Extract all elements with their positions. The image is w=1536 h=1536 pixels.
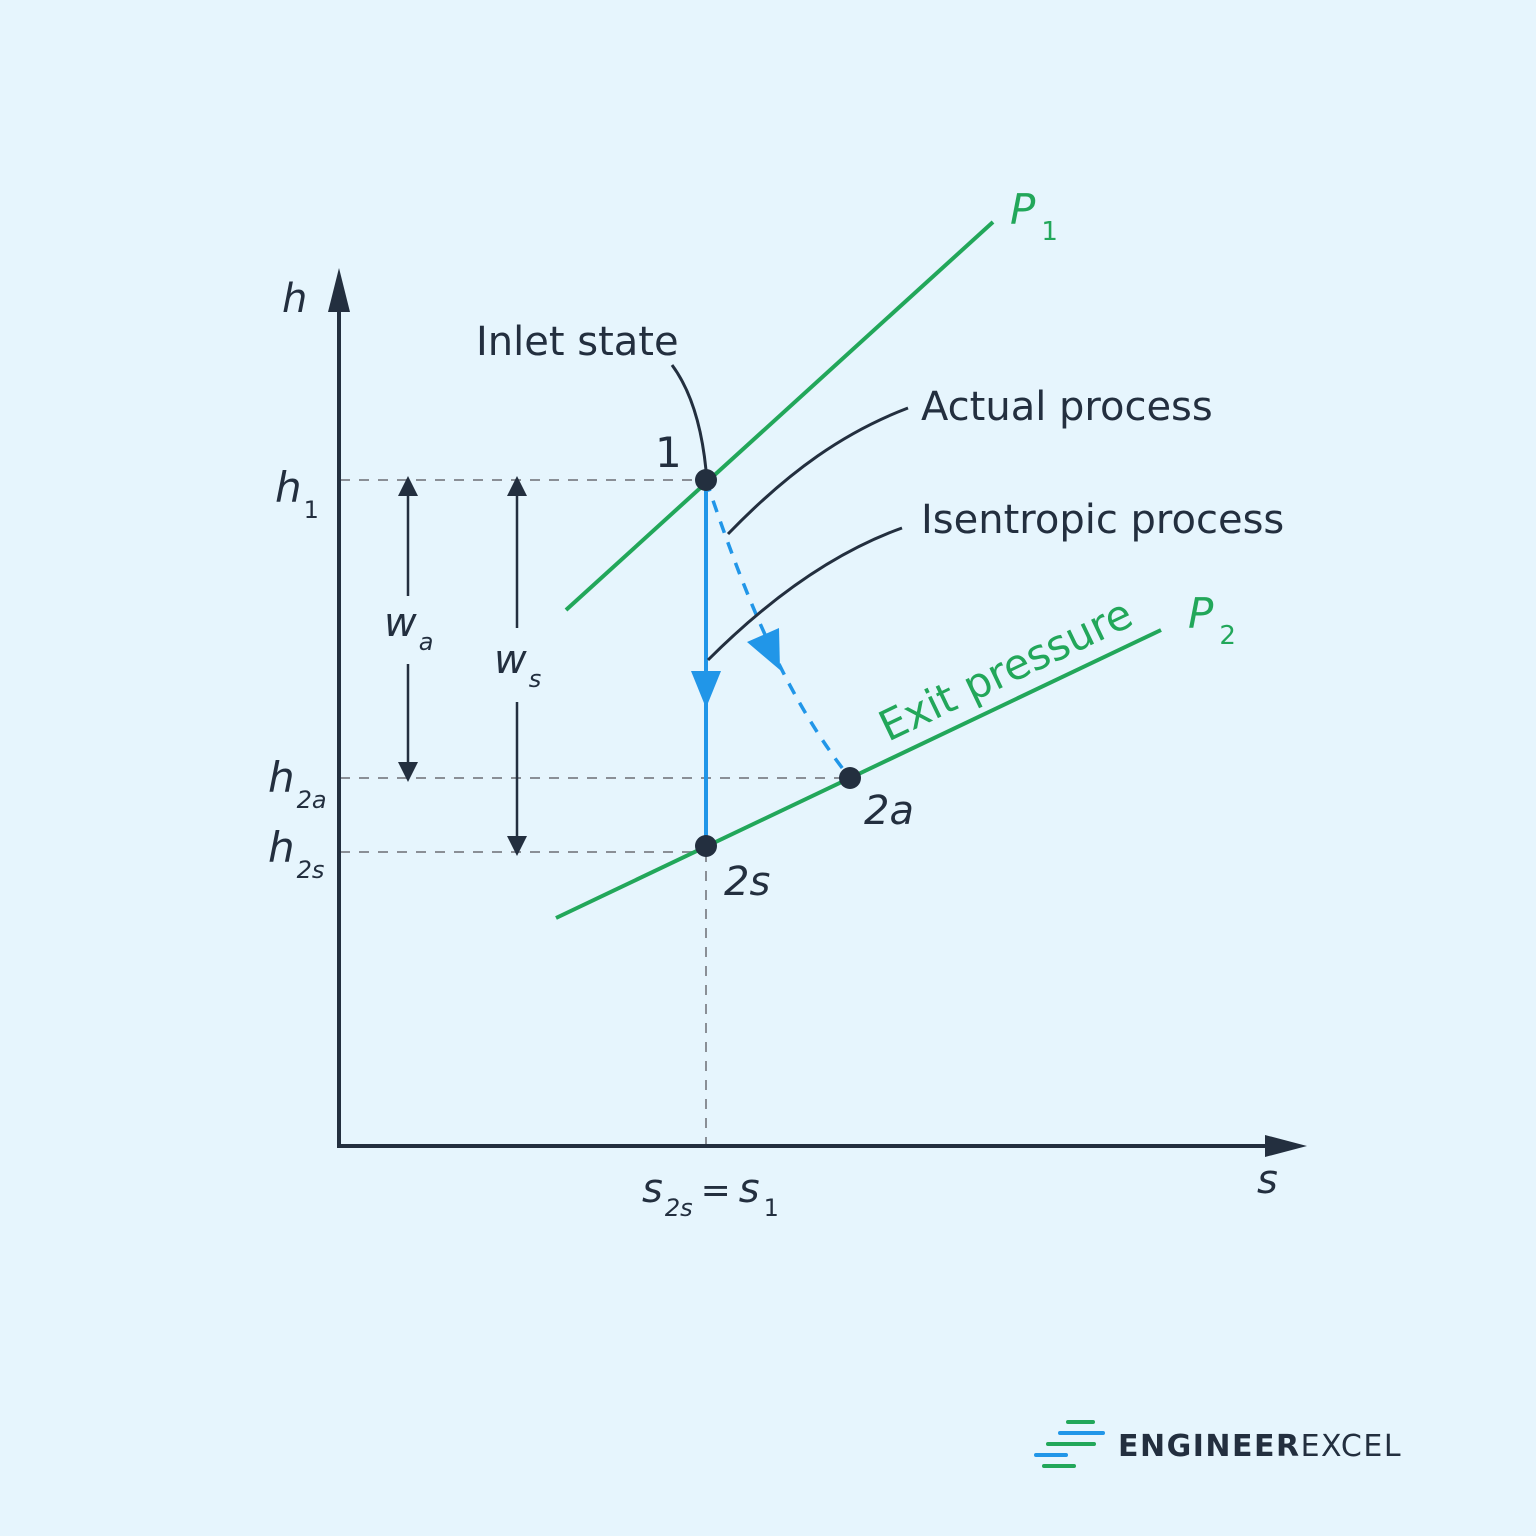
brand-logo: ENGINEEREXCEL xyxy=(1034,1420,1402,1468)
work-arrows xyxy=(398,476,527,856)
callout-leaders xyxy=(670,364,909,662)
brand-name: ENGINEEREXCEL xyxy=(1118,1429,1402,1464)
state-2a-label: 2a xyxy=(864,788,914,834)
state-2s-dot xyxy=(695,835,717,857)
state-2a-dot xyxy=(839,767,861,789)
actual-process-label: Actual process xyxy=(921,384,1213,430)
inlet-state-label: Inlet state xyxy=(476,319,679,365)
axes: h s xyxy=(282,268,1307,1203)
state-1-label: 1 xyxy=(655,428,682,477)
h2a-label: h2a xyxy=(268,753,327,814)
state-points xyxy=(695,469,861,857)
isentropic-process-label: Isentropic process xyxy=(921,497,1284,543)
actual-leader xyxy=(726,406,909,536)
x-axis-label: s xyxy=(1257,1157,1278,1203)
inlet-leader xyxy=(670,364,708,471)
y-axis-arrowhead xyxy=(328,268,350,312)
exit-pressure-label: Exit pressure xyxy=(871,589,1140,751)
actual-path xyxy=(704,479,852,780)
p1-line xyxy=(564,220,995,612)
isentropic-process xyxy=(691,480,721,846)
x-axis-arrowhead xyxy=(1265,1135,1307,1157)
actual-arrowhead xyxy=(747,628,780,670)
state-1-dot xyxy=(695,469,717,491)
state-2s-label: 2s xyxy=(724,859,770,905)
actual-process xyxy=(704,479,852,780)
speed-lines-icon xyxy=(1034,1420,1105,1468)
h1-label: h1 xyxy=(275,463,319,524)
ws-label: ws xyxy=(494,637,541,693)
isentropic-leader xyxy=(706,526,903,662)
y-axis-label: h xyxy=(282,276,307,322)
wa-label: wa xyxy=(384,600,433,656)
h2s-label: h2s xyxy=(268,823,324,884)
isentropic-arrowhead xyxy=(691,671,721,708)
